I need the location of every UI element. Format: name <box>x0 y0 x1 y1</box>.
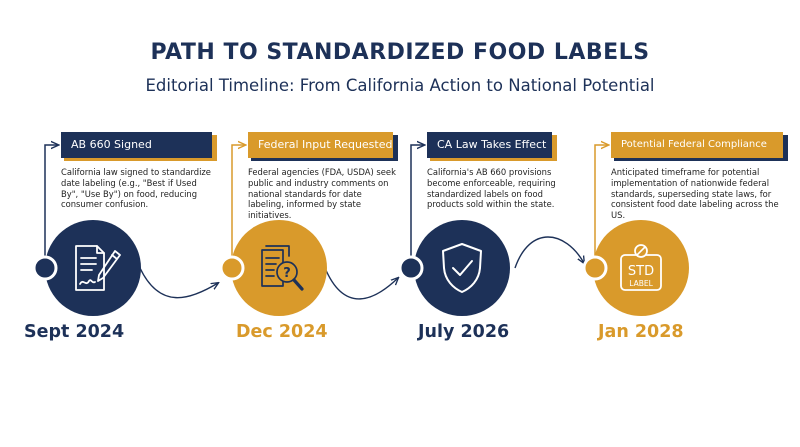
milestone-2-connector <box>231 145 245 268</box>
shield-check-icon <box>442 243 482 293</box>
milestone-1-dot <box>32 255 58 281</box>
document-search-icon <box>261 245 304 291</box>
milestone-4-description: Anticipated timeframe for potential impl… <box>611 167 779 221</box>
signed-document-icon <box>75 245 121 291</box>
milestone-2-description: Federal agencies (FDA, USDA) seek public… <box>248 167 396 221</box>
curve-arrow-3 <box>514 236 584 269</box>
milestone-3-description: California's AB 660 provisions become en… <box>427 167 556 210</box>
std-label-icon-text-2: LABEL <box>629 279 653 288</box>
milestone-2-label: Federal Input Requested <box>248 132 393 158</box>
question-mark-glyph: ? <box>283 266 291 281</box>
milestone-2-date: Dec 2024 <box>236 322 328 342</box>
milestone-3-dot <box>398 255 424 281</box>
milestone-1-connector <box>44 145 58 268</box>
milestone-1-label: AB 660 Signed <box>61 132 212 158</box>
milestone-4-connector <box>594 145 608 268</box>
std-label-icon: STD LABEL <box>620 244 662 291</box>
milestone-4-date: Jan 2028 <box>598 322 684 342</box>
milestone-1-description: California law signed to standardize dat… <box>61 167 211 210</box>
page-title: PATH TO STANDARDIZED FOOD LABELS <box>150 40 650 65</box>
milestone-1-date: Sept 2024 <box>24 322 125 342</box>
milestone-3-date: July 2026 <box>418 322 510 342</box>
std-label-icon-text-1: STD <box>628 264 654 279</box>
milestone-4-dot <box>582 255 608 281</box>
curve-arrow-2 <box>324 267 398 300</box>
page-subtitle: Editorial Timeline: From California Acti… <box>145 76 655 95</box>
milestone-4-label: Potential Federal Compliance <box>611 132 783 158</box>
milestone-3-connector <box>410 145 424 268</box>
milestone-3-circle <box>414 220 510 316</box>
milestone-1-circle <box>45 220 141 316</box>
milestone-2-dot <box>219 255 245 281</box>
milestone-4-circle <box>593 220 689 316</box>
milestone-3-label: CA Law Takes Effect <box>427 132 552 158</box>
curve-arrow-1 <box>139 267 218 299</box>
